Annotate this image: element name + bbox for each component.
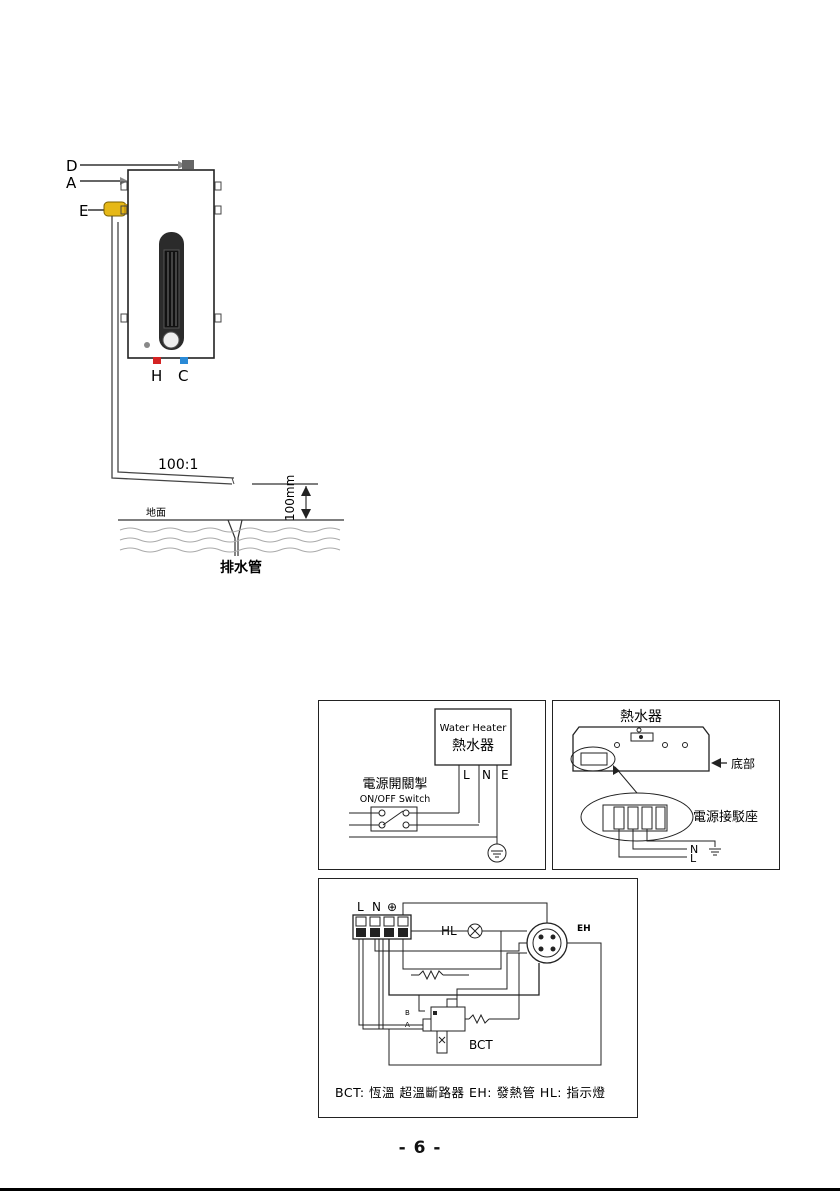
bct-mark-b: B [405,1009,410,1017]
ground-label: 地面 [146,506,166,519]
bct-label: BCT [469,1038,493,1052]
terminal-n: N [482,768,491,782]
drain-label: 排水管 [220,559,262,576]
label-h: H [151,367,162,385]
bottom-label: 底部 [731,756,755,771]
terminal-label-n: N [372,900,381,914]
switch-label-en: ON/OFF Switch [360,794,431,805]
circuit-diagram: L N ⊕ HL EH [318,878,638,1118]
terminal-label: 電源接駁座 [693,809,758,825]
terminal-l: L [463,768,470,782]
page-number: - 6 - [0,1138,840,1158]
eh-label: EH [577,924,591,934]
label-e: E [79,202,88,220]
wiring-diagram-switch: Water Heater 熱水器 L N E 電源開關掣 ON/OFF Swit… [318,700,546,870]
heater-bottom-title: 熱水器 [620,709,662,725]
terminal-label-earth: ⊕ [387,900,397,914]
label-a: A [66,174,77,192]
label-c: C [178,367,188,385]
height-label: 100mm [283,475,297,521]
circuit-svg: L N ⊕ HL EH [319,879,637,1117]
switch-label-zh: 電源開關掣 [362,777,427,792]
installation-diagram: D A E H C 100:1 100mm 地面 排水管 [0,0,360,600]
switch-wiring-svg: Water Heater 熱水器 L N E 電源開關掣 ON/OFF Swit… [319,701,545,869]
legend-caption: BCT: 恆溫 超溫斷路器 EH: 發熱管 HL: 指示燈 [335,1085,605,1100]
terminal-label-l: L [357,900,364,914]
terminal-e: E [501,768,509,782]
heater-label-en: Water Heater [440,723,508,734]
terminal-wiring-svg: 熱水器 底部 電源接駁座 N L [553,701,779,869]
label-d: D [66,157,78,175]
heater-label-zh: 熱水器 [452,738,494,754]
slope-label: 100:1 [158,457,198,473]
label-l: L [690,852,697,865]
wiring-diagram-terminal: 熱水器 底部 電源接駁座 N L [552,700,780,870]
bottom-rule [0,1188,840,1191]
